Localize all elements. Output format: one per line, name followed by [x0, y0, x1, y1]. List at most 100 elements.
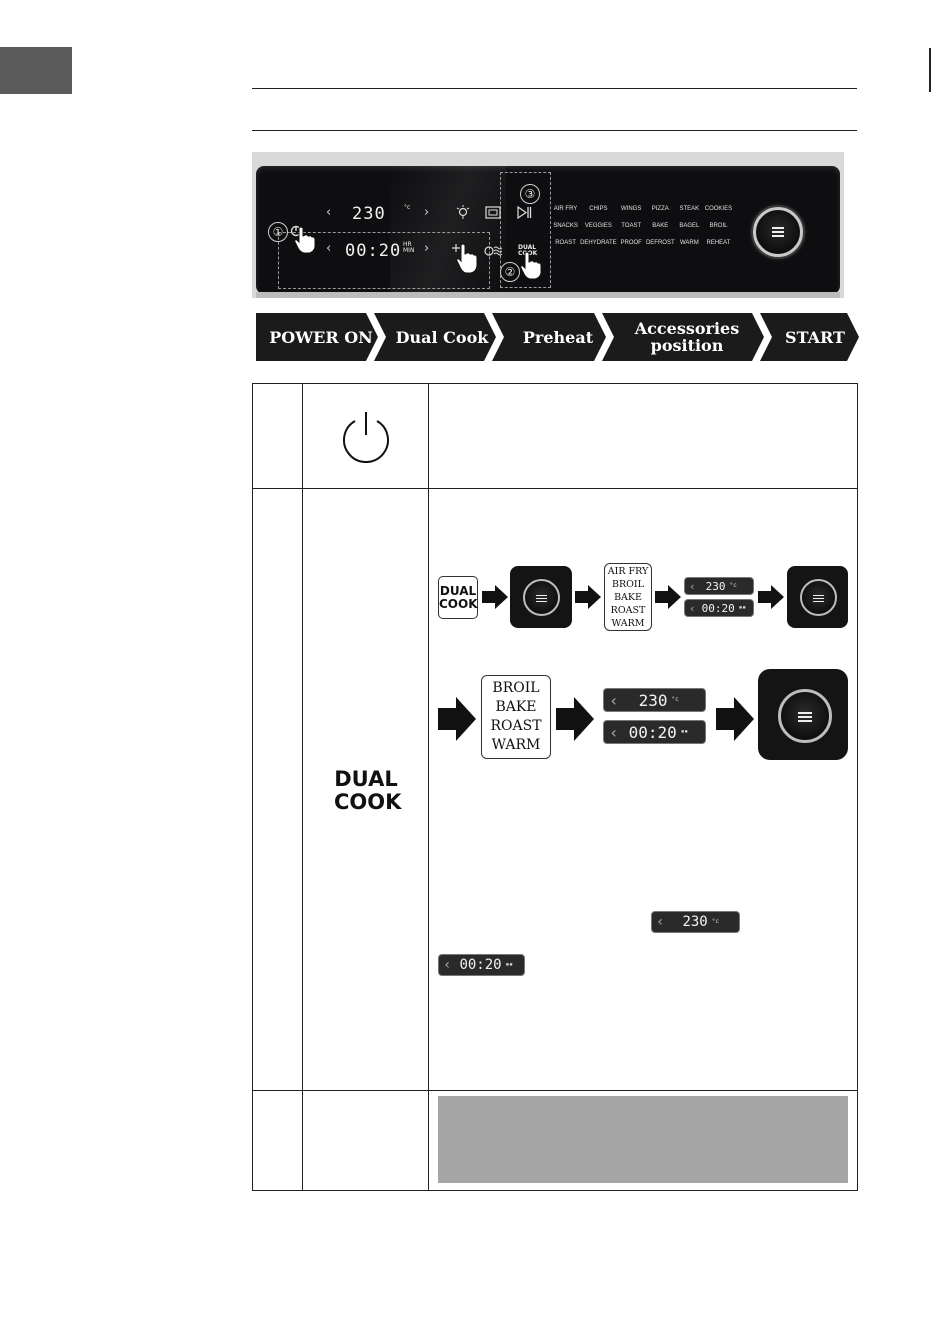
inline-time-value: 00:20: [459, 957, 502, 973]
menu-item[interactable]: REHEAT: [706, 240, 731, 246]
step-accessories-position: Accessories position: [634, 319, 740, 355]
power-icon: [343, 412, 389, 463]
dashed-zone-left: [278, 232, 490, 289]
callout-2: ②: [500, 262, 520, 282]
menu-item[interactable]: AIR FRY: [553, 206, 578, 212]
dual-cook-label-line1: DUAL: [334, 767, 398, 791]
seq1-temp-value: 230: [705, 579, 726, 593]
preheat-key[interactable]: [450, 240, 480, 276]
seq2-time-display: ‹00:20▪▪: [603, 720, 706, 744]
header-rule-top: [252, 88, 857, 89]
seq2-time-value: 00:20: [628, 722, 677, 742]
panel-base: [256, 292, 840, 298]
callout-1: ①: [268, 222, 288, 242]
menu-item[interactable]: PIZZA: [651, 206, 669, 212]
instruction-table: [252, 383, 858, 1191]
pointing-hand-icon: [290, 225, 316, 254]
seq1-dual-text: DUAL: [439, 583, 477, 598]
arrow-right-icon: [758, 585, 784, 609]
panel-temp-unit: °c: [404, 204, 411, 211]
note-grey-block: [438, 1096, 848, 1183]
panel-time-unit: HR MIN: [403, 241, 415, 254]
seq1-function-item: WARM: [611, 617, 645, 629]
seq2-function-list: BROIL BAKE ROAST WARM: [481, 675, 551, 759]
menu-item[interactable]: WARM: [679, 240, 699, 246]
arrow-right-icon: [482, 585, 508, 609]
menu-item[interactable]: WINGS: [621, 206, 642, 212]
menu-item[interactable]: BAKE: [652, 223, 669, 229]
menu-item[interactable]: BAGEL: [679, 223, 700, 229]
inline-temp-value: 230: [682, 914, 708, 930]
seq1-knob-tile-end: [787, 566, 848, 628]
time-increase-icon[interactable]: ›: [424, 241, 430, 256]
inline-temp-display: ‹230°c: [651, 911, 740, 933]
table-row-divider-1: [252, 488, 858, 489]
menu-item[interactable]: BROIL: [709, 223, 728, 229]
page-edge-mark: [929, 48, 931, 92]
menu-item[interactable]: SNACKS: [553, 223, 578, 229]
seq1-time-display: ‹00:20▪▪: [684, 599, 754, 617]
arrow-right-icon: [438, 697, 476, 741]
seq2-function-item: WARM: [491, 737, 541, 753]
seq2-knob-tile: [758, 669, 848, 760]
dual-cook-label: DUAL COOK: [334, 767, 402, 814]
seq1-function-item: BROIL: [612, 578, 644, 590]
temp-decrease-icon[interactable]: ‹: [326, 205, 332, 220]
panel-glare: [390, 166, 506, 294]
seq1-time-value: 00:20: [701, 601, 735, 615]
play-pause-icon[interactable]: [516, 206, 532, 219]
seq1-function-item: AIR FRY: [607, 565, 649, 577]
callout-3: ③: [520, 184, 540, 204]
power-key[interactable]: [290, 224, 318, 258]
header-rule-bottom: [252, 130, 857, 131]
dual-cook-label-line2: COOK: [334, 790, 402, 814]
menu-item[interactable]: CHIPS: [589, 206, 608, 212]
control-panel: [256, 166, 840, 294]
dashed-zone-right: [500, 172, 551, 288]
seq2-temp-display: ‹230°c: [603, 688, 706, 712]
arrow-right-icon: [716, 697, 754, 741]
table-col-divider-2: [428, 383, 429, 1191]
menu-knob-icon: [800, 579, 837, 616]
menu-item[interactable]: TOAST: [621, 223, 642, 229]
section-tab: [0, 47, 72, 94]
step-start: START: [785, 327, 845, 347]
seq2-function-item: ROAST: [490, 718, 542, 734]
menu-knob-icon: [523, 579, 560, 616]
inline-time-display: ‹00:20▪▪: [438, 954, 525, 976]
arrow-right-icon: [556, 697, 594, 741]
menu-item[interactable]: ROAST: [555, 240, 576, 246]
fan-icon[interactable]: [484, 245, 502, 257]
menu-item[interactable]: DEFROST: [645, 240, 675, 246]
pointing-hand-icon: [520, 251, 542, 280]
seq1-dual-cook-box: DUAL COOK: [438, 576, 478, 619]
step-power-on: POWER ON: [269, 327, 373, 347]
seq2-function-item: BAKE: [495, 699, 537, 715]
table-row-divider-2: [252, 1090, 858, 1091]
arrow-right-icon: [655, 585, 681, 609]
function-menu: AIR FRY CHIPS WINGS PIZZA STEAK COOKIES …: [551, 206, 733, 246]
menu-item[interactable]: STEAK: [679, 206, 700, 212]
seq1-knob-tile: [510, 566, 572, 628]
arrow-right-icon: [575, 585, 601, 609]
step-dual-cook: Dual Cook: [395, 327, 489, 347]
menu-knob-icon: [778, 689, 832, 743]
seq1-function-item: BAKE: [614, 591, 642, 603]
seq2-temp-value: 230: [638, 690, 668, 710]
menu-item[interactable]: COOKIES: [704, 206, 733, 212]
menu-item[interactable]: VEGGIES: [584, 223, 612, 229]
steps-banner: [256, 313, 859, 361]
temp-increase-icon[interactable]: ›: [424, 205, 430, 220]
menu-knob-icon[interactable]: [753, 207, 803, 257]
seq1-function-item: ROAST: [610, 604, 646, 616]
panel-time-display: 00:20: [345, 241, 402, 261]
panel-temp-display: 230: [352, 204, 386, 224]
menu-item[interactable]: PROOF: [620, 240, 642, 246]
step-preheat: Preheat: [522, 327, 594, 347]
light-bulb-icon[interactable]: [455, 204, 471, 220]
oven-window-icon[interactable]: [485, 206, 501, 219]
table-col-divider-1: [302, 383, 303, 1191]
menu-item[interactable]: DEHYDRATE: [580, 240, 617, 246]
seq2-function-item: BROIL: [492, 680, 540, 696]
time-decrease-icon[interactable]: ‹: [326, 241, 332, 256]
